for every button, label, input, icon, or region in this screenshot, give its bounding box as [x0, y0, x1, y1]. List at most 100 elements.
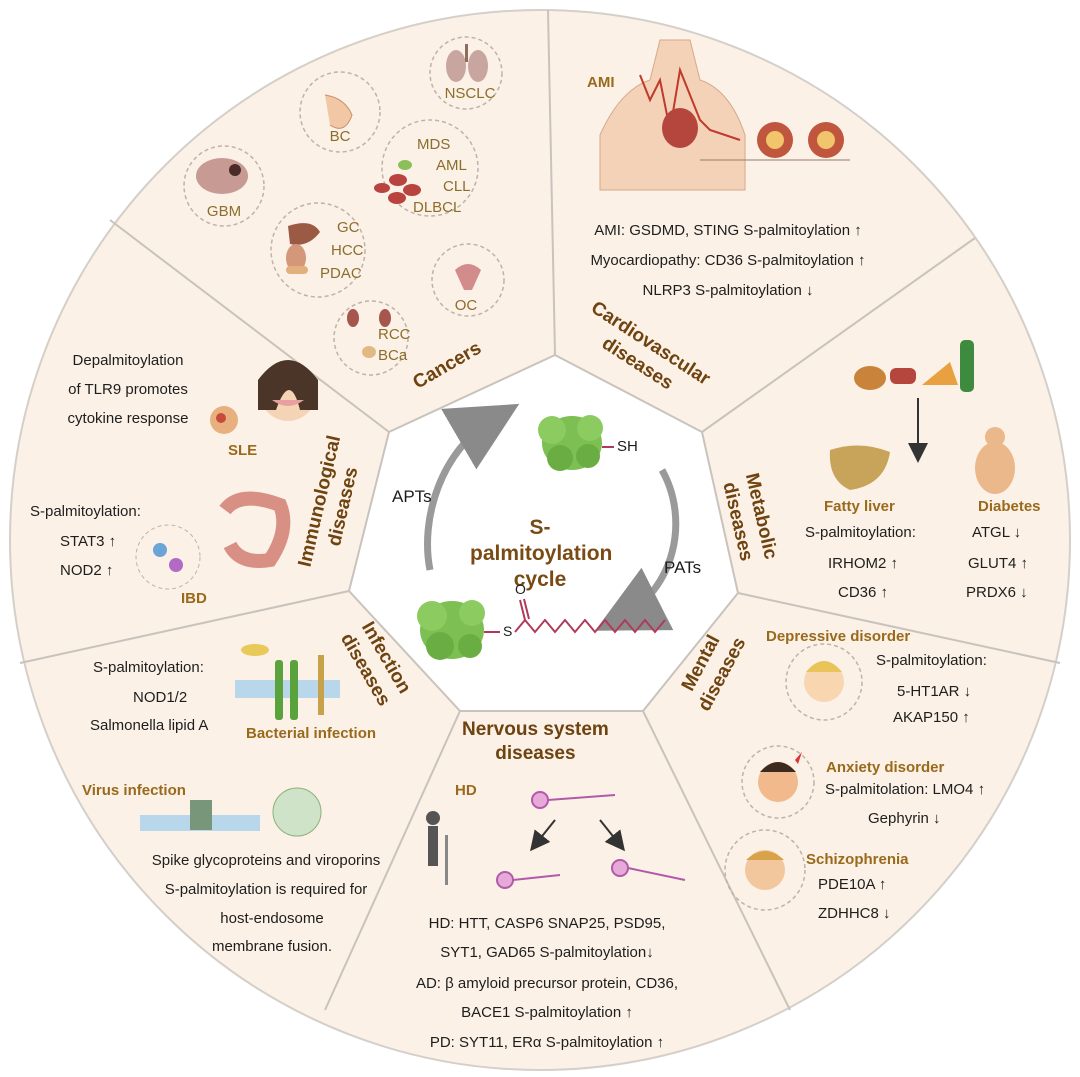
label-hcc: HCC	[331, 242, 364, 259]
cancer-icon-circles	[183, 36, 505, 376]
mental-ht1ar: 5-HT1AR ↓	[897, 683, 972, 700]
label-fatty-liver: Fatty liver	[824, 498, 895, 515]
nervous-heading-line2: diseases	[495, 743, 576, 764]
metabolic-sp: S-palmitoylation:	[805, 524, 916, 541]
kidneys-icon	[347, 309, 391, 358]
torso-icon	[599, 39, 850, 191]
mental-pde10a: PDE10A ↑	[818, 876, 887, 893]
ibd-cells-icon	[135, 524, 201, 590]
liver-icon	[829, 445, 890, 490]
immuno-sp: S-palmitoylation:	[30, 503, 141, 520]
bacteria-membrane-icon	[235, 644, 340, 720]
metabolic-cd36: CD36 ↑	[838, 584, 889, 601]
metabolic-glut4: GLUT4 ↑	[968, 555, 1029, 572]
nervous-heading-line1: Nervous system	[462, 719, 609, 740]
label-schizophrenia: Schizophrenia	[806, 851, 909, 868]
mental-icon-circles	[724, 643, 863, 911]
depressed-face-icon	[804, 661, 844, 702]
mental-sp: S-palmitoylation:	[876, 652, 987, 669]
schizophrenia-face-icon	[745, 850, 785, 890]
label-gc: GC	[337, 219, 360, 236]
metabolic-irhom2: IRHOM2 ↑	[828, 555, 899, 572]
sh-label: SH	[617, 438, 638, 455]
label-anxiety: Anxiety disorder	[826, 759, 945, 776]
anxious-face-icon	[758, 752, 802, 802]
blood-cells-icon	[374, 160, 421, 204]
immuno-dep1: Depalmitoylation	[72, 352, 184, 369]
immuno-nod2: NOD2 ↑	[60, 562, 114, 579]
label-sle: SLE	[228, 442, 258, 459]
label-ami: AMI	[587, 74, 615, 91]
label-dlbcl: DLBCL	[413, 199, 462, 216]
mental-zdhhc8: ZDHHC8 ↓	[818, 905, 891, 922]
immuno-stat3: STAT3 ↑	[60, 533, 117, 550]
label-bacterial: Bacterial infection	[246, 725, 377, 742]
label-ibd: IBD	[181, 590, 207, 607]
intestine-icon	[219, 491, 291, 568]
sle-cells-icon	[210, 406, 238, 434]
uterus-icon	[455, 264, 481, 290]
metabolic-atgl: ATGL ↓	[972, 524, 1022, 541]
label-oc: OC	[454, 297, 478, 314]
cycle-title: S-palmitoylation cycle	[470, 515, 613, 593]
infection-line4: membrane fusion.	[211, 938, 333, 955]
mental-gephyrin: Gephyrin ↓	[868, 810, 941, 827]
metabolic-prdx6: PRDX6 ↓	[966, 584, 1028, 601]
woman-face-icon	[258, 360, 318, 421]
elderly-walker-icon	[426, 811, 448, 885]
breast-icon	[324, 94, 353, 129]
immuno-dep2: of TLR9 promotes	[68, 381, 188, 398]
label-gbm: GBM	[206, 203, 242, 220]
s-label: S	[503, 623, 513, 639]
palmitoyl-chain	[514, 618, 666, 634]
infection-line3: host-endosome	[220, 910, 324, 927]
label-rcc: RCC	[378, 326, 411, 343]
cycle-title-line1: S-palmitoylation	[470, 516, 613, 565]
cycle-title-line2: cycle	[513, 568, 567, 591]
infection-line1: Spike glycoproteins and viroporins	[151, 852, 381, 869]
lungs-icon	[446, 44, 488, 82]
label-nsclc: NSCLC	[444, 85, 496, 102]
immuno-dep3: cytokine response	[67, 410, 189, 427]
infection-nod12: NOD1/2	[133, 689, 188, 706]
label-aml: AML	[436, 157, 467, 174]
neuron-arrow-left	[530, 819, 556, 852]
label-bc: BC	[329, 128, 351, 145]
nervous-line3: AD: β amyloid precursor protein, CD36,	[415, 975, 679, 992]
nervous-line5: PD: SYT11, ERα S-palmitoylation ↑	[429, 1034, 665, 1051]
label-diabetes: Diabetes	[978, 498, 1041, 515]
label-mds: MDS	[417, 136, 451, 153]
mental-akap150: AKAP150 ↑	[893, 709, 970, 726]
label-virus: Virus infection	[82, 782, 186, 799]
pats-label: PATs	[664, 558, 702, 577]
nervous-line2: SYT1, GAD65 S-palmitoylation↓	[440, 944, 654, 961]
digestive-organs-icon	[286, 223, 320, 274]
label-depressive: Depressive disorder	[766, 628, 911, 645]
brain-icon	[196, 158, 248, 194]
nervous-line4: BACE1 S-palmitoylation ↑	[461, 1004, 633, 1021]
heading-nervous-system: Nervous system diseases	[462, 718, 609, 766]
protein-top-icon	[538, 415, 614, 471]
sector-dividers	[19, 9, 1061, 1011]
cardio-line3: NLRP3 S-palmitoylation ↓	[642, 282, 814, 299]
label-hd: HD	[455, 782, 477, 799]
o-label: O	[515, 581, 526, 597]
nervous-line1: HD: HTT, CASP6 SNAP25, PSD95,	[428, 915, 666, 932]
protein-bottom-icon	[417, 600, 500, 660]
pats-arrow	[595, 468, 680, 631]
label-bca: BCa	[378, 347, 408, 364]
infection-line2: S-palmitoylation is required for	[164, 881, 368, 898]
infection-salmonella: Salmonella lipid A	[90, 717, 209, 734]
cardio-line1: AMI: GSDMD, STING S-palmitoylation ↑	[594, 222, 862, 239]
virus-membrane-icon	[140, 787, 322, 837]
artery-cross-section-icons	[757, 122, 844, 158]
label-cll: CLL	[443, 178, 471, 195]
mental-lmo4: S-palmitolation: LMO4 ↑	[825, 781, 986, 798]
apts-label: APTs	[392, 487, 432, 506]
label-pdac: PDAC	[320, 265, 362, 282]
neuron-arrow-right	[599, 819, 625, 852]
cardio-line2: Myocardiopathy: CD36 S-palmitoylation ↑	[590, 252, 866, 269]
obese-person-icon	[975, 427, 1015, 494]
